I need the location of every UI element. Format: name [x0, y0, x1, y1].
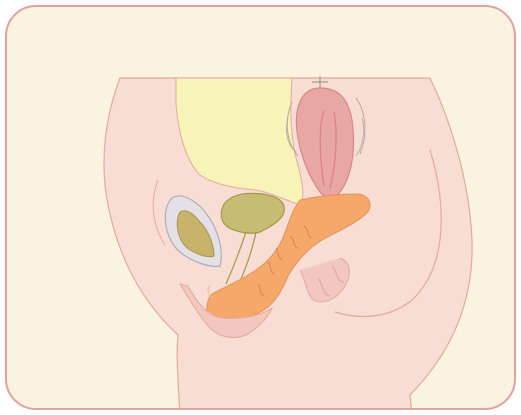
pelvis-illustration [0, 0, 521, 415]
diagram-canvas [0, 0, 521, 415]
